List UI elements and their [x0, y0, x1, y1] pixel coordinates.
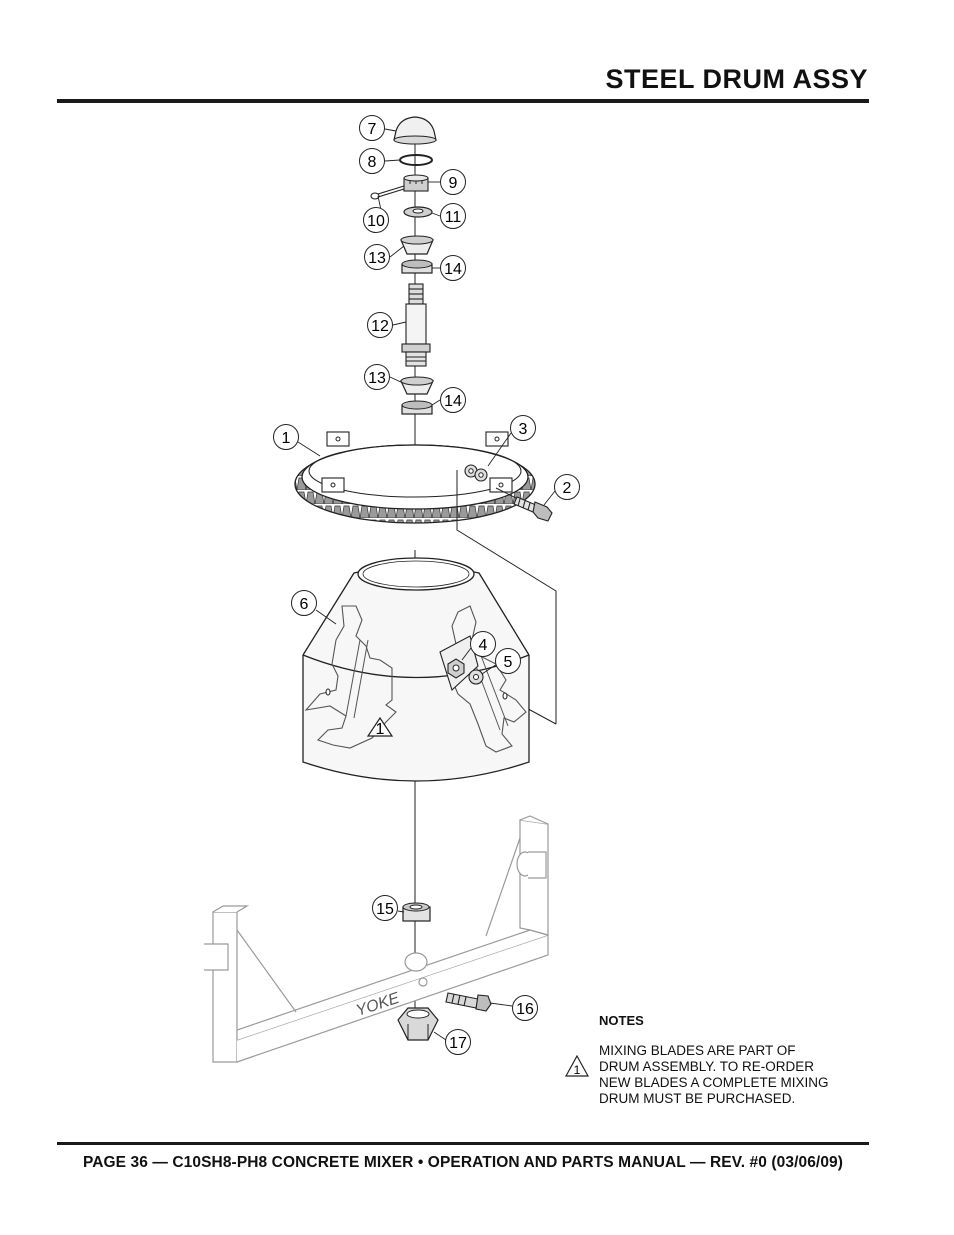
callout-15: 15: [372, 895, 398, 921]
part-9-castle-nut: [403, 174, 429, 192]
callout-9: 9: [440, 169, 466, 195]
svg-text:8: 8: [368, 154, 377, 171]
svg-text:3: 3: [519, 421, 528, 438]
svg-text:4: 4: [479, 637, 488, 654]
callout-17: 17: [445, 1029, 471, 1055]
callout-3: 3: [510, 415, 536, 441]
svg-text:14: 14: [444, 261, 462, 278]
part-4-nut: [447, 658, 465, 679]
part-15-bushing: [402, 902, 431, 922]
part-7-cap: [393, 116, 437, 145]
svg-text:9: 9: [449, 175, 458, 192]
part-16-bolt: [445, 992, 492, 1012]
part-14-bearing-cup-upper: [401, 259, 433, 274]
notes-heading: NOTES: [599, 1013, 644, 1028]
drum-warning-number: 1: [376, 721, 385, 738]
callout-4: 4: [470, 631, 496, 657]
callout-13-upper: 13: [364, 244, 390, 270]
callout-14-upper: 14: [440, 255, 466, 281]
notes-line: DRUM ASSEMBLY. TO RE-ORDER: [599, 1059, 815, 1074]
svg-text:7: 7: [368, 121, 377, 138]
svg-text:15: 15: [376, 901, 394, 918]
callout-14-lower: 14: [440, 387, 466, 413]
part-3-washers: [464, 464, 488, 482]
part-10-cotter-pin: [370, 185, 405, 200]
svg-text:5: 5: [504, 654, 513, 671]
callout-10: 10: [363, 207, 389, 233]
notes-line: DRUM MUST BE PURCHASED.: [599, 1091, 796, 1106]
callout-2: 2: [554, 474, 580, 500]
part-6-mixing-drum: [302, 557, 530, 782]
callout-1: 1: [273, 424, 299, 450]
part-1-ring-gear: [294, 431, 536, 524]
callout-5: 5: [495, 648, 521, 674]
drum-warning-triangle: 1: [366, 716, 394, 738]
notes-warning-triangle: 1: [565, 1055, 589, 1077]
notes-body: 1 MIXING BLADES ARE PART OF DRUM ASSEMBL…: [565, 1043, 869, 1107]
svg-text:16: 16: [516, 1001, 534, 1018]
callout-12: 12: [367, 312, 393, 338]
callout-leaders: [297, 128, 556, 1041]
part-5-washer: [468, 669, 484, 685]
footer-rule: [57, 1142, 869, 1145]
notes-warning-number: 1: [574, 1063, 581, 1077]
callout-7: 7: [359, 115, 385, 141]
part-17-hex-nut: [397, 1007, 439, 1041]
notes-line: MIXING BLADES ARE PART OF: [599, 1043, 796, 1058]
part-14-bearing-cup-lower: [401, 400, 433, 415]
notes-section: NOTES 1 MIXING BLADES ARE PART OF DRUM A…: [565, 1013, 869, 1107]
part-12-spindle-shaft: [401, 283, 431, 367]
svg-text:2: 2: [563, 480, 572, 497]
svg-text:11: 11: [445, 209, 462, 226]
svg-text:10: 10: [367, 213, 385, 230]
svg-text:17: 17: [449, 1035, 467, 1052]
page-title: STEEL DRUM ASSY: [605, 64, 868, 94]
part-13-bearing-cone-upper: [400, 235, 434, 255]
assembly-leader-bracket: [456, 470, 557, 724]
part-11-washer: [403, 206, 433, 218]
callout-13-lower: 13: [364, 364, 390, 390]
page-footer: PAGE 36 — C10SH8-PH8 CONCRETE MIXER • OP…: [82, 1154, 844, 1171]
yoke-frame: [204, 815, 549, 1063]
part-13-bearing-cone-lower: [400, 376, 434, 395]
callout-8: 8: [359, 148, 385, 174]
svg-text:13: 13: [368, 250, 386, 267]
header-rule: [57, 99, 869, 103]
svg-text:14: 14: [444, 393, 462, 410]
svg-text:13: 13: [368, 370, 386, 387]
svg-text:1: 1: [282, 430, 291, 447]
callout-11: 11: [440, 203, 466, 229]
part-8-ring: [399, 154, 433, 166]
part-2-bolt: [513, 496, 553, 522]
svg-text:6: 6: [300, 596, 309, 613]
callout-6: 6: [291, 590, 317, 616]
callout-16: 16: [512, 995, 538, 1021]
svg-text:12: 12: [371, 318, 389, 335]
notes-line: NEW BLADES A COMPLETE MIXING: [599, 1075, 829, 1090]
